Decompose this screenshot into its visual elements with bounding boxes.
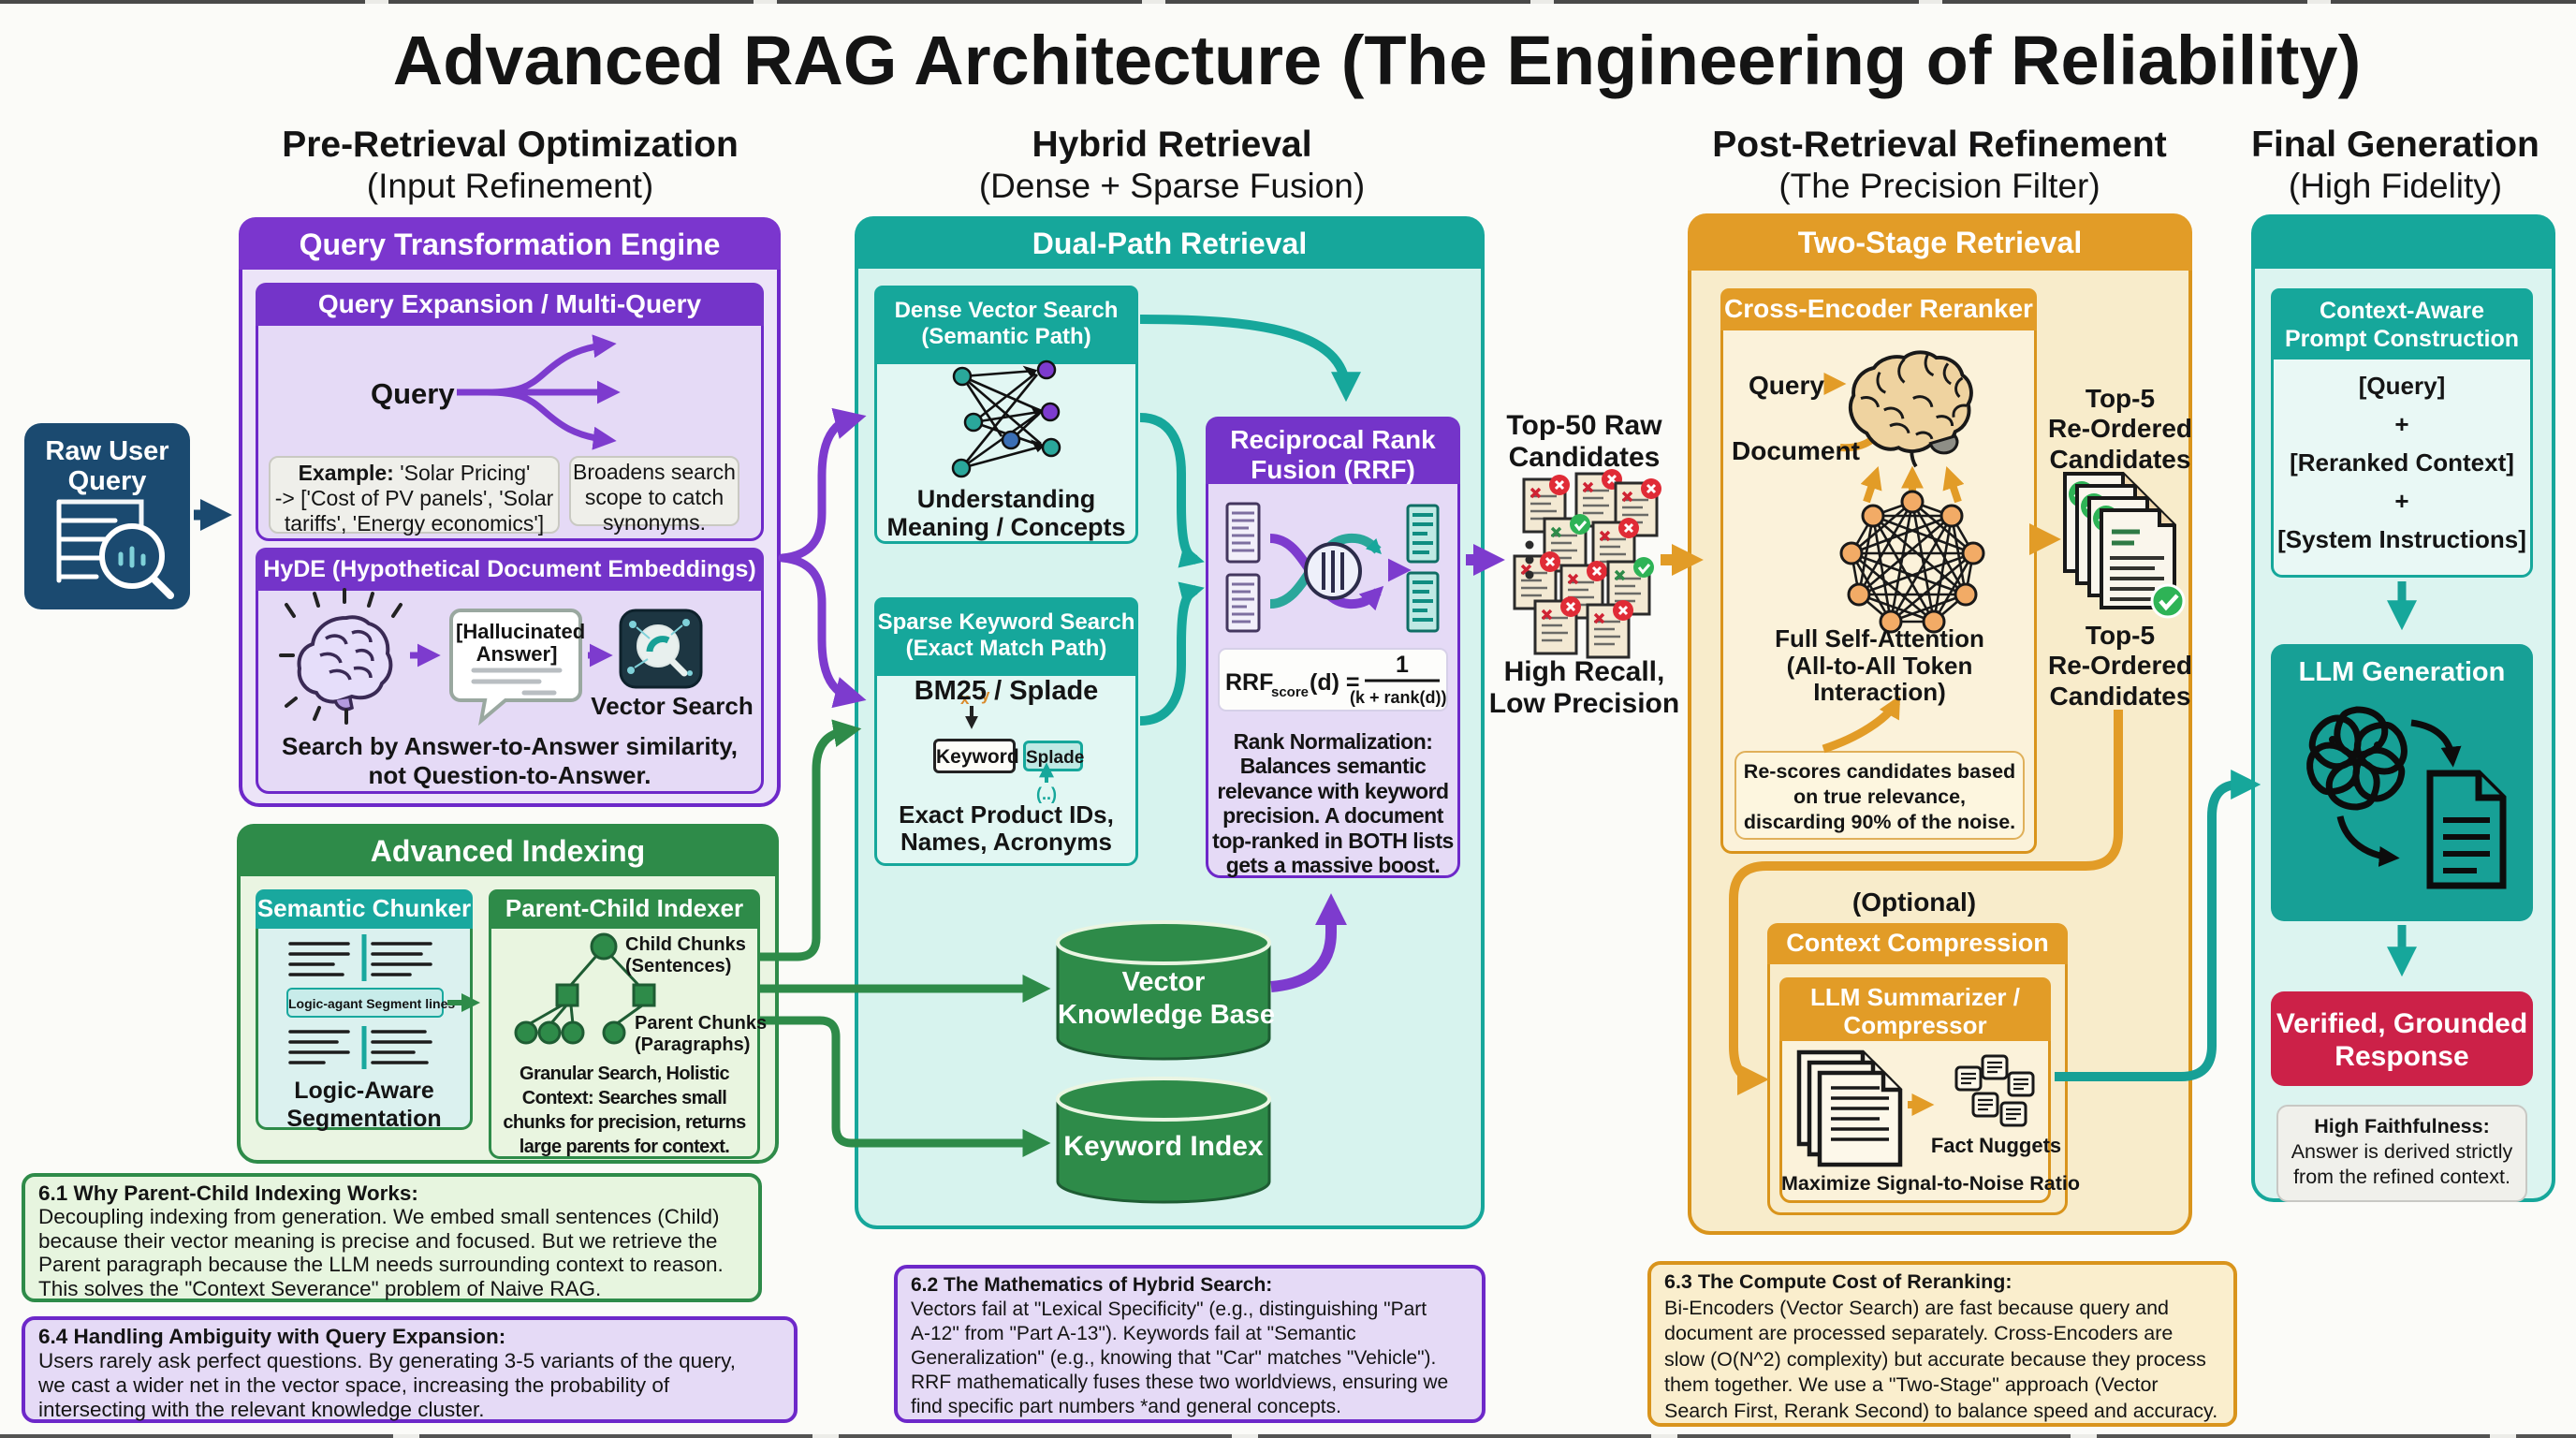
svg-text:x: x [960,690,970,708]
svg-text:RRF: RRF [1225,669,1273,696]
svg-text:score: score [1271,684,1309,700]
svg-text:(d) =: (d) = [1310,669,1359,696]
svg-text:y: y [981,686,990,704]
svg-text:(..): (..) [1036,785,1057,803]
svg-text:1: 1 [1396,652,1409,678]
svg-text:(k + rank(d)): (k + rank(d)) [1350,688,1447,707]
